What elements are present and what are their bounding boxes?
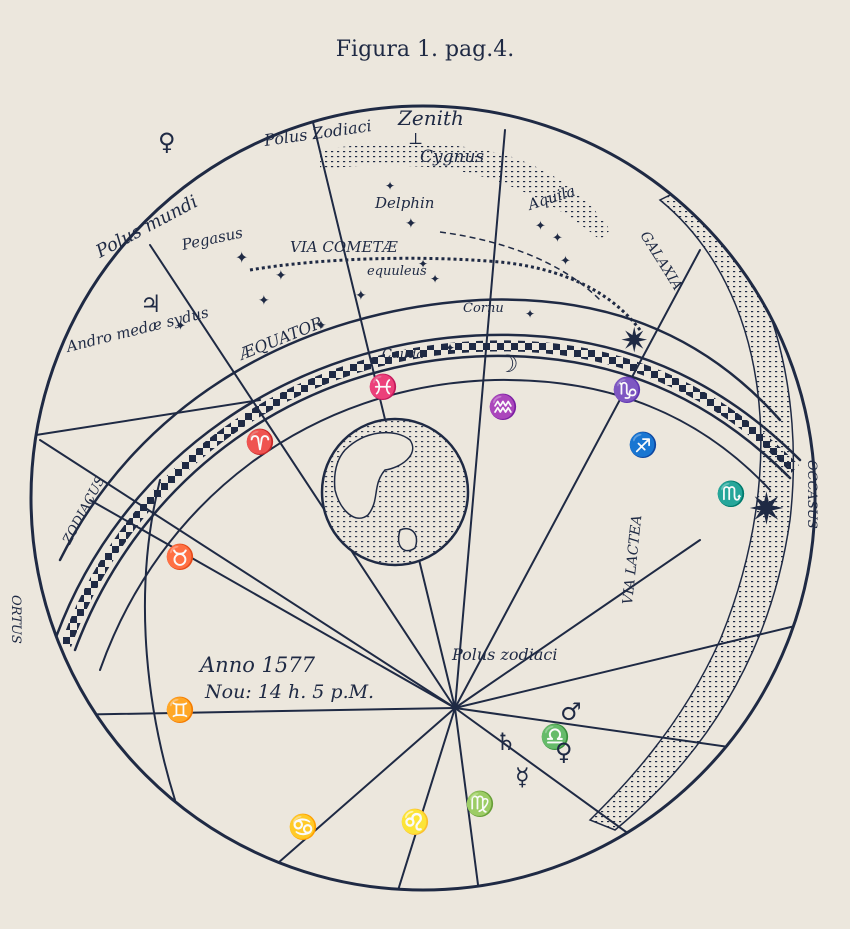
andromedae-label: Andro medæ sydus — [63, 303, 211, 356]
star-icon: ✦ — [525, 307, 535, 321]
delphin-label: Delphin — [374, 194, 434, 212]
mars-icon: ♂ — [560, 698, 582, 726]
aquarius-icon: ♒ — [488, 393, 518, 421]
libra-icon: ♎ — [540, 723, 570, 751]
scorpio-icon: ♏ — [716, 480, 746, 508]
star-icon: ✦ — [535, 219, 546, 234]
star-icon: ✦ — [560, 254, 571, 269]
star-icon: ✦ — [418, 257, 428, 271]
cauda-label: Cauda — [382, 347, 424, 362]
star-icon: ✦ — [235, 248, 248, 267]
sagittarius-icon: ♐ — [628, 431, 658, 459]
moon-icon: ☽ — [497, 350, 519, 378]
zenith-label: Zenith — [397, 106, 464, 130]
cygnus-region — [320, 143, 610, 240]
celestial-sphere — [29, 104, 817, 892]
stars: ✦ ✦ ✦ ✦ ✦ ✦ ✦ ✦ ✦ ✦ ✦ ✦ ✦ ✦ ✦ — [175, 179, 571, 355]
polus-mundi-mark-icon: ♀ — [158, 128, 176, 156]
ortus-label: ORTUS — [8, 595, 23, 644]
horizon-line — [35, 399, 261, 436]
gemini-icon: ♊ — [165, 696, 195, 724]
occasus-label: OCCASUS — [804, 460, 819, 529]
leo-icon: ♌ — [400, 808, 430, 836]
star-icon: ✦ — [355, 288, 367, 304]
star-icon: ✦ — [445, 341, 455, 355]
zodiac-outer-line — [53, 333, 802, 642]
ecliptic-arc — [99, 378, 771, 671]
star-icon: ✦ — [175, 319, 186, 334]
andromedae-label-text: Andro medæ sydus — [63, 303, 211, 356]
virgo-icon: ♍ — [465, 790, 495, 818]
zenith-mark: ⊥ — [408, 129, 423, 148]
polus-zodiaci-bottom-label: Polus zodiaci — [451, 645, 558, 664]
cygnus-label: Cygnus — [420, 147, 484, 167]
cornu-label: Cornu — [463, 301, 504, 316]
jupiter-icon: ♃ — [140, 290, 162, 318]
equator-arc — [58, 298, 782, 562]
via-lactea-label: VIA LACTEA — [620, 514, 645, 605]
earth — [320, 417, 470, 567]
saturn-icon: ♄ — [495, 728, 517, 756]
via-cometae-label: VIA COMETÆ — [290, 238, 398, 256]
comet-path-upper — [439, 231, 601, 301]
star-icon: ✦ — [315, 318, 327, 334]
meridian-lines — [39, 109, 815, 890]
venus-icon: ♀ — [555, 738, 573, 766]
star-icon: ✦ — [385, 179, 395, 193]
equuleus-label: equuleus — [367, 264, 427, 279]
galaxia-label: GALAXIA — [637, 229, 686, 294]
star-icon: ✦ — [552, 231, 563, 246]
cancer-icon: ♋ — [288, 813, 318, 841]
star-icon: ✦ — [258, 293, 270, 309]
taurus-icon: ♉ — [165, 543, 195, 571]
star-icon: ✦ — [405, 216, 417, 232]
horizon-curve — [143, 479, 176, 801]
pisces-icon: ♓ — [368, 373, 398, 401]
comet-icon: ✷ — [620, 321, 649, 361]
anno-label: Anno 1577 — [198, 653, 316, 677]
zodiacus-label: ZODIACUS — [60, 474, 109, 548]
nov-label: Nou: 14 h. 5 p.M. — [204, 681, 374, 703]
aries-icon: ♈ — [245, 428, 275, 456]
sun-comet-icon: ✷ — [748, 484, 785, 535]
capricorn-icon: ♑ — [612, 376, 642, 404]
page-title: Figura 1. pag.4. — [336, 37, 514, 62]
zodiac-checkered-band — [60, 340, 799, 647]
comet-path — [249, 256, 642, 331]
star-icon: ✦ — [430, 272, 440, 286]
star-icon: ✦ — [275, 268, 287, 284]
aequator-label: ÆQUATOR — [235, 313, 326, 365]
mercury-icon: ☿ — [515, 763, 530, 791]
